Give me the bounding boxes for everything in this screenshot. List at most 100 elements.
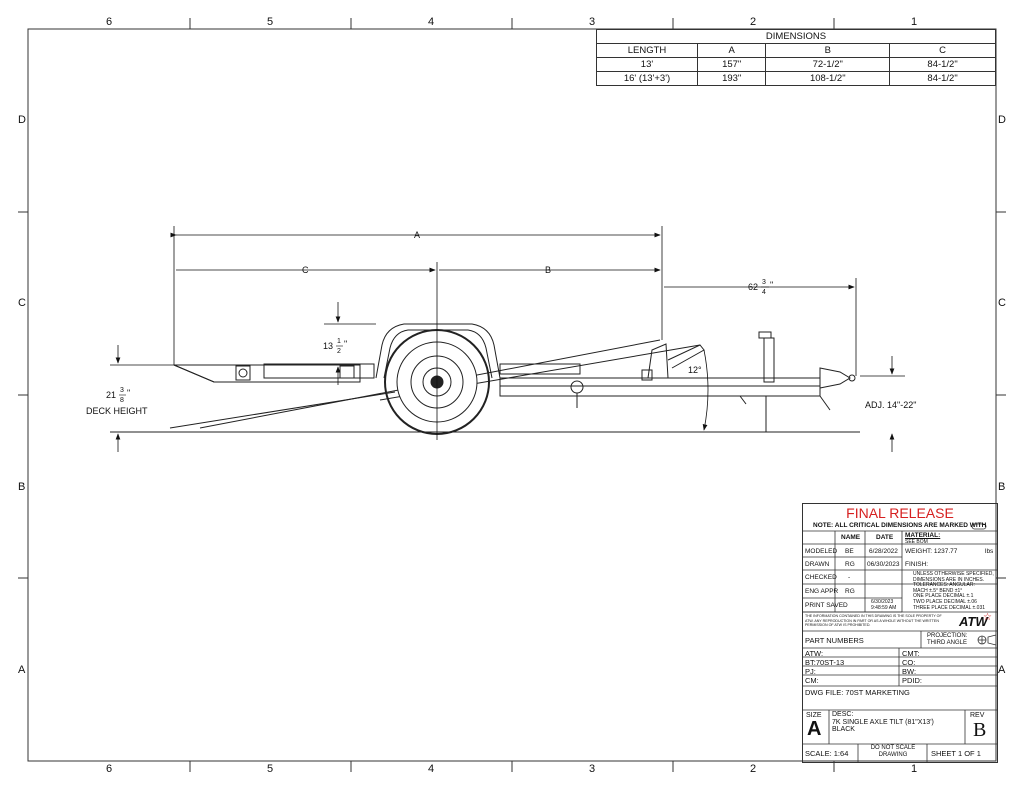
zone-label-top-2: 2	[750, 16, 757, 28]
deck-height-numerator: 3	[120, 387, 124, 394]
deck-height-inch: "	[127, 388, 130, 398]
dimension-a-label: A	[414, 230, 420, 240]
tolerance-line: UNLESS OTHERWISE SPECIFIED,	[913, 571, 994, 577]
zone-label-bottom-5: 5	[267, 763, 274, 775]
tolerance-line: MACH ±.5° BEND ±1°	[913, 587, 963, 594]
revision-value: B	[973, 719, 987, 741]
zone-label-bottom-6: 6	[106, 763, 113, 775]
description-label: DESC:	[832, 711, 854, 718]
do-not-scale-line: DRAWING	[878, 752, 908, 758]
deck-height-denominator: 8	[120, 397, 124, 404]
tolerance-line: THREE PLACE DECIMAL ±.031	[913, 604, 986, 611]
zone-label-top-4: 4	[428, 16, 435, 28]
coupler-adjust-label: ADJ. 14"-22"	[865, 400, 916, 410]
tongue-length-whole: 62	[748, 282, 758, 292]
weight-unit: lbs	[985, 548, 994, 555]
column-date: DATE	[876, 534, 894, 541]
fender-height-inch: "	[344, 339, 347, 349]
zone-label-top-6: 6	[106, 16, 113, 28]
material-value: SEE BOM	[905, 539, 928, 545]
title-block-grid	[803, 523, 997, 762]
tongue-length-numerator: 3	[762, 279, 766, 286]
cm-part-label: CM:	[805, 676, 819, 685]
dimension-c-label: C	[302, 265, 309, 275]
table-cell: 193"	[696, 71, 767, 86]
release-status: FINAL RELEASE	[846, 505, 954, 521]
tolerance-line: ONE PLACE DECIMAL ±.1	[913, 593, 974, 600]
description-line: BLACK	[832, 726, 855, 733]
description: DESC: 7K SINGLE AXLE TILT (81"X13') BLAC…	[832, 711, 934, 734]
zone-label-top-1: 1	[911, 16, 918, 28]
zone-label-left-d: D	[18, 114, 26, 126]
co-part-label: CO:	[902, 658, 916, 667]
table-cell: 84-1/2"	[889, 71, 996, 86]
tolerance-notes: UNLESS OTHERWISE SPECIFIED, DIMENSIONS A…	[913, 571, 994, 611]
finish-label: FINISH:	[905, 561, 929, 568]
zone-label-right-a: A	[998, 664, 1006, 676]
print-saved-date: 6/30/2023	[871, 599, 894, 605]
description-line: 7K SINGLE AXLE TILT (81"X13')	[832, 718, 934, 726]
deck-height-whole: 21	[106, 390, 116, 400]
checked-label: CHECKED	[805, 574, 837, 581]
projection-line: PROJECTION:	[927, 633, 968, 639]
do-not-scale-line: DO NOT SCALE	[870, 745, 916, 751]
atw-logo: ATW	[959, 614, 988, 629]
scale-label: SCALE: 1:64	[805, 749, 849, 758]
print-saved-label: PRINT SAVED	[805, 602, 848, 609]
dwg-file-label: DWG FILE: 70ST MARKETING	[805, 688, 910, 697]
revision-label: REV	[970, 712, 985, 719]
zone-label-top-5: 5	[267, 16, 274, 28]
proprietary-line: PERMISSION OF ATW IS PROHIBITED.	[805, 623, 871, 628]
bt-part-number: BT:70ST-13	[805, 658, 845, 667]
dimension-b-label: B	[545, 265, 551, 275]
proprietary-line: THE INFORMATION CONTAINED IN THIS DRAWIN…	[805, 614, 942, 618]
size-label: SIZE	[806, 712, 822, 719]
print-saved-time: 9:48:59 AM	[871, 605, 897, 611]
pj-part-label: PJ:	[805, 667, 816, 676]
weight-value: WEIGHT: 1237.77	[905, 548, 958, 555]
tilt-angle-label: 12°	[688, 365, 702, 375]
sheet-size: A	[807, 718, 822, 740]
sheet-number: SHEET 1 OF 1	[931, 749, 981, 758]
tolerance-line: TOLERANCES: ANGULAR:	[913, 582, 975, 589]
projection-line: THIRD ANGLE	[927, 639, 968, 646]
checked-name: -	[848, 574, 851, 581]
zone-label-right-b: B	[998, 481, 1006, 493]
proprietary-line: ATW. ANY REPRODUCTION IN PART OR AS A WH…	[805, 618, 939, 623]
table-row: 16' (13'+3') 193" 108-1/2" 84-1/2"	[596, 71, 996, 86]
zone-label-bottom-1: 1	[911, 763, 918, 775]
title-block: FINAL RELEASE NOTE: ALL CRITICAL DIMENSI…	[802, 503, 998, 763]
star-icon: ☆	[983, 612, 992, 623]
tolerance-line: TWO PLACE DECIMAL ±.06	[913, 598, 977, 605]
pdid-part-label: PDID:	[902, 676, 923, 685]
critical-dimensions-note: NOTE: ALL CRITICAL DIMENSIONS ARE MARKED…	[813, 522, 987, 529]
fender-height-whole: 13	[323, 341, 333, 351]
drawn-label: DRAWN	[805, 561, 830, 568]
zone-label-bottom-3: 3	[589, 763, 596, 775]
modeled-label: MODELED	[805, 548, 838, 555]
material-label: MATERIAL:	[905, 532, 941, 539]
fender-height-numerator: 1	[337, 338, 341, 345]
deck-height-label: DECK HEIGHT	[86, 406, 148, 416]
zone-label-left-b: B	[18, 481, 26, 493]
tongue-length-denominator: 4	[762, 289, 766, 296]
dimensions-table: DIMENSIONS LENGTH A B C 13' 157" 72-1/2"…	[596, 29, 996, 86]
projection-label: PROJECTION: THIRD ANGLE	[927, 633, 967, 646]
zone-label-left-c: C	[18, 297, 26, 309]
eng-appr-label: ENG APPR	[805, 588, 839, 595]
eng-appr-name: RG	[845, 588, 855, 595]
do-not-scale-note: DO NOT SCALE DRAWING	[863, 745, 923, 759]
cmt-part-label: CMT:	[902, 649, 920, 658]
zone-label-bottom-4: 4	[428, 763, 435, 775]
modeled-date: 6/28/2022	[869, 548, 898, 555]
zone-label-left-a: A	[18, 664, 26, 676]
bw-part-label: BW:	[902, 667, 917, 676]
part-numbers-label: PART NUMBERS	[805, 636, 864, 645]
drawn-date: 06/30/2023	[867, 561, 900, 568]
drawn-name: RG	[845, 561, 855, 568]
zone-label-top-3: 3	[589, 16, 596, 28]
fender-height-denominator: 2	[337, 348, 341, 355]
tongue-length-inch: "	[770, 280, 773, 290]
